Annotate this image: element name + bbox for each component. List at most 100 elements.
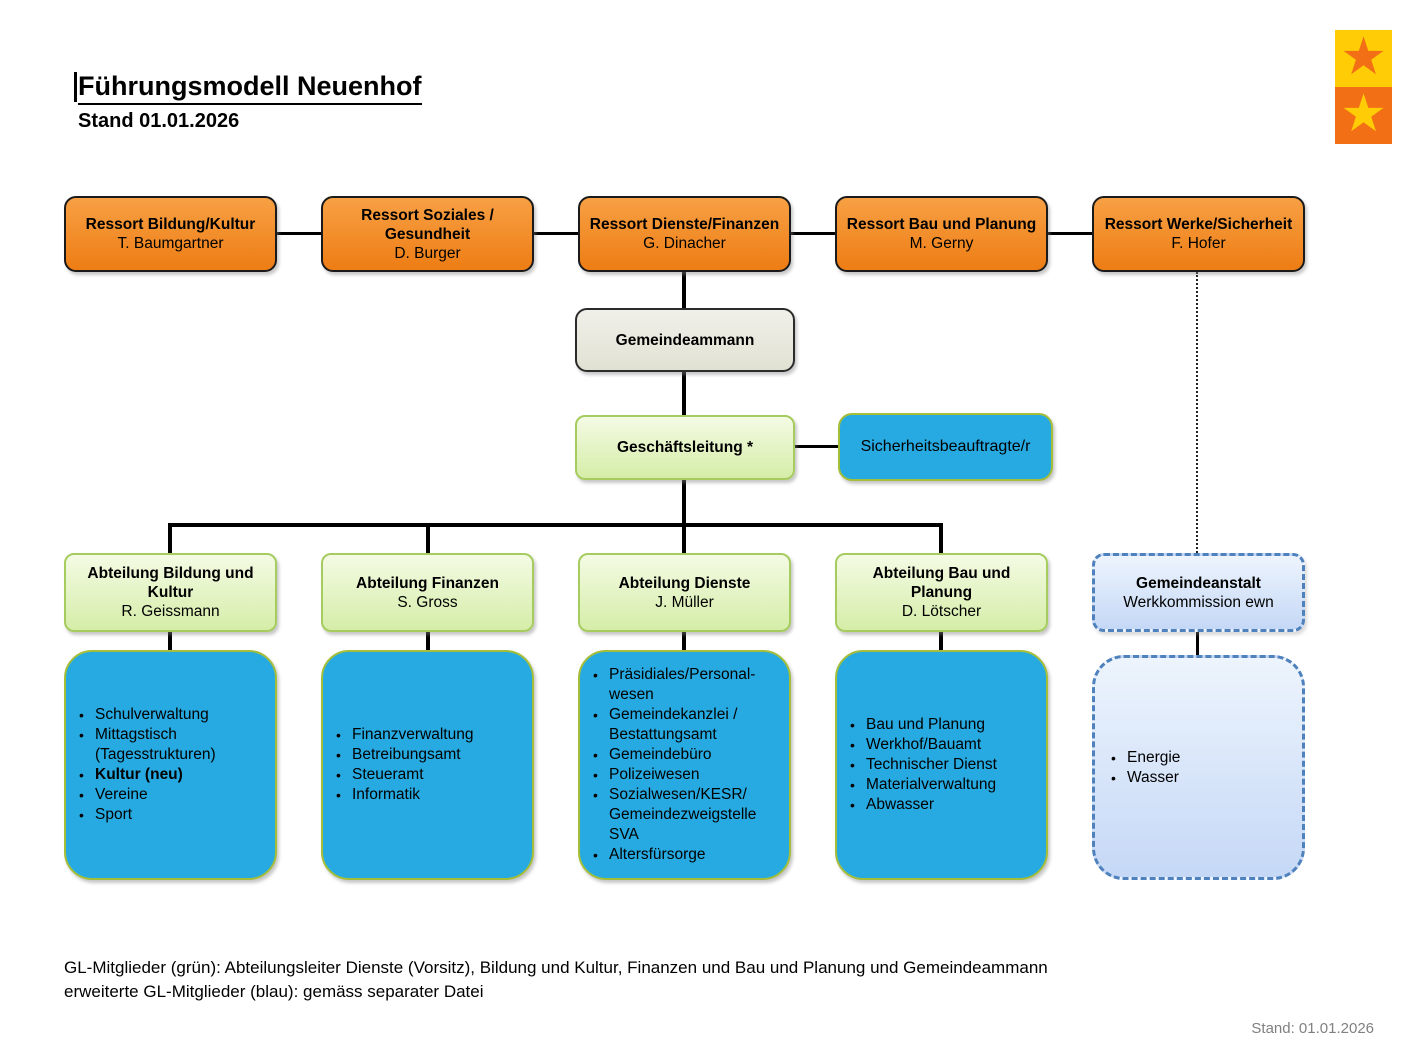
list-item-text: Werkhof/Bauamt bbox=[866, 736, 982, 753]
ressort-bildung-kultur-box: Ressort Bildung/Kultur T. Baumgartner bbox=[64, 196, 277, 272]
list-item: •Werkhof/Bauamt bbox=[850, 735, 981, 755]
bullet-icon: • bbox=[593, 707, 598, 723]
list-item-text: Bau und Planung bbox=[866, 716, 985, 733]
connector-line bbox=[791, 232, 835, 235]
bullet-icon: • bbox=[850, 717, 855, 733]
list-item: •Technischer Dienst bbox=[850, 755, 997, 775]
box-title: Geschäftsleitung * bbox=[616, 439, 754, 456]
list-item-text: Sport bbox=[95, 806, 133, 823]
bullet-icon: • bbox=[850, 797, 855, 813]
list-item: • Altersfürsorge bbox=[593, 845, 705, 865]
dotted-connector-line bbox=[1196, 272, 1198, 553]
bullet-icon: • bbox=[79, 707, 84, 723]
connector-line bbox=[534, 232, 578, 235]
box-person: F. Hofer bbox=[1171, 235, 1226, 252]
list-item-text: Altersfürsorge bbox=[609, 846, 706, 863]
gemeindeammann-box: Gemeindeammann bbox=[575, 308, 795, 372]
abteilung-bildung-kultur-list: •Schulverwaltung•Mittagstisch (Tagesstru… bbox=[64, 650, 277, 880]
list-item-text: Finanzverwaltung bbox=[352, 726, 474, 743]
ressort-dienste-finanzen-box: Ressort Dienste/Finanzen G. Dinacher bbox=[578, 196, 791, 272]
list-item-text: Informatik bbox=[352, 786, 421, 803]
box-title: Ressort Soziales / Gesundheit bbox=[361, 206, 494, 243]
abteilung-dienste-box: Abteilung Dienste J. Müller bbox=[578, 553, 791, 632]
list-item: • Sport bbox=[79, 805, 132, 825]
abteilung-finanzen-box: Abteilung Finanzen S. Gross bbox=[321, 553, 534, 632]
abteilung-bau-planung-box: Abteilung Bau und Planung D. Lötscher bbox=[835, 553, 1048, 632]
list-item-text: Steueramt bbox=[352, 766, 424, 783]
list-item-text: Sozialwesen/KESR/ Gemeindezweigstelle SV… bbox=[609, 786, 757, 843]
list-item-text: Kultur (neu) bbox=[95, 766, 183, 783]
box-person: R. Geissmann bbox=[121, 603, 220, 620]
box-person: D. Burger bbox=[394, 244, 461, 262]
list-item: •Gemeindebüro bbox=[593, 745, 712, 765]
list-item-text: Polizeiwesen bbox=[609, 766, 700, 783]
list-item-text: Betreibungsamt bbox=[352, 746, 461, 763]
box-person: J. Müller bbox=[655, 593, 714, 611]
box-title: Ressort Werke/Sicherheit bbox=[1104, 216, 1293, 233]
box-title: Abteilung Bau und Planung bbox=[872, 565, 1011, 601]
list-item: • Mittagstisch (Tagesstrukturen) bbox=[79, 725, 267, 765]
list-item-text: Technischer Dienst bbox=[866, 756, 997, 773]
connector-line bbox=[682, 370, 686, 417]
bullet-icon: • bbox=[79, 807, 84, 823]
box-title: Abteilung Finanzen bbox=[356, 574, 499, 592]
bullet-icon: • bbox=[593, 767, 598, 783]
list-item: • Bau und Planung bbox=[850, 715, 985, 735]
list-item: • Finanzverwaltung bbox=[336, 725, 473, 745]
connector-line bbox=[1048, 232, 1092, 235]
list-item: • Polizeiwesen bbox=[593, 765, 699, 785]
bullet-icon: • bbox=[336, 767, 341, 783]
bullet-icon: • bbox=[336, 787, 341, 803]
connector-line bbox=[793, 445, 840, 448]
list-item-text: Gemeindebüro bbox=[609, 746, 712, 763]
list-item: •Betreibungsamt bbox=[336, 745, 461, 765]
abteilung-bau-planung-list: •Bau und Planung•Werkhof/Bauamt•Technisc… bbox=[835, 650, 1048, 880]
connector-line bbox=[426, 525, 430, 555]
connector-line bbox=[939, 525, 943, 555]
abteilung-dienste-list: • Präsidiales/Personal-wesen•Gemeindekanz… bbox=[578, 650, 791, 880]
box-title: Abteilung Dienste bbox=[618, 574, 751, 592]
list-item-text: Abwasser bbox=[866, 796, 935, 813]
list-item: •Gemeindekanzlei / Bestattungsamt bbox=[593, 705, 781, 745]
box-title: Gemeindeammann bbox=[615, 331, 755, 349]
bullet-icon: • bbox=[593, 787, 598, 803]
list-item: •Kultur (neu) bbox=[79, 765, 183, 785]
bullet-icon: • bbox=[79, 727, 84, 743]
connector-line bbox=[682, 525, 686, 555]
bullet-icon: • bbox=[1111, 769, 1116, 786]
star-icon: ★ bbox=[1340, 27, 1387, 86]
neuenhof-logo: ★ ★ bbox=[1335, 30, 1392, 144]
box-title: Ressort Dienste/Finanzen bbox=[589, 216, 780, 233]
list-item-text: Mittagstisch (Tagesstrukturen) bbox=[95, 726, 216, 763]
box-title: Sicherheitsbeauftragte/r bbox=[860, 438, 1031, 455]
ressort-werke-sicherheit-box: Ressort Werke/Sicherheit F. Hofer bbox=[1092, 196, 1305, 272]
bullet-icon: • bbox=[336, 727, 341, 743]
bullet-icon: • bbox=[1111, 749, 1116, 766]
header-block: Führungsmodell Neuenhof Stand 01.01.2026 bbox=[74, 70, 422, 133]
sicherheitsbeauftragte-box: Sicherheitsbeauftragte/r bbox=[838, 413, 1053, 481]
list-item-text: Materialverwaltung bbox=[866, 776, 997, 793]
list-item: • Sozialwesen/KESR/ Gemeindezweigstelle S… bbox=[593, 785, 781, 845]
list-item: •Vereine bbox=[79, 785, 148, 805]
connector-bus-line bbox=[168, 523, 943, 527]
connector-line bbox=[1196, 630, 1199, 657]
bullet-icon: • bbox=[593, 847, 598, 863]
box-person: M. Gerny bbox=[909, 235, 974, 252]
page-title: Führungsmodell Neuenhof bbox=[78, 70, 422, 105]
connector-line bbox=[426, 629, 430, 652]
box-title: Ressort Bau und Planung bbox=[846, 216, 1037, 233]
ressort-soziales-gesundheit-box: Ressort Soziales / Gesundheit D. Burger bbox=[321, 196, 534, 272]
ressort-bau-planung-box: Ressort Bau und Planung M. Gerny bbox=[835, 196, 1048, 272]
connector-line bbox=[277, 232, 321, 235]
connector-line bbox=[682, 629, 686, 652]
stand-note: Stand: 01.01.2026 bbox=[1251, 1020, 1374, 1037]
list-item: •Energie bbox=[1111, 748, 1180, 768]
gemeindeanstalt-box: Gemeindeanstalt Werkkommission ewn bbox=[1092, 553, 1305, 632]
box-title: Abteilung Bildung und Kultur bbox=[87, 565, 254, 601]
list-item-text: Präsidiales/Personal-wesen bbox=[609, 666, 756, 703]
page-subtitle: Stand 01.01.2026 bbox=[78, 110, 240, 132]
connector-line bbox=[168, 629, 172, 652]
bullet-icon: • bbox=[79, 787, 84, 803]
list-item: •Wasser bbox=[1111, 768, 1179, 788]
